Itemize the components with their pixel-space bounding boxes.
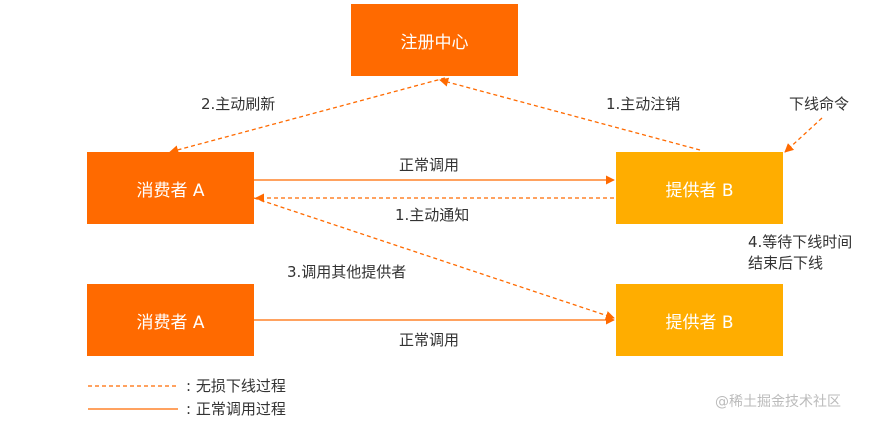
offline-command-arrow <box>784 117 823 153</box>
registry-node: 注册中心 <box>351 4 518 76</box>
provider-node-bottom: 提供者 B <box>616 284 783 356</box>
active-deregister-label: 1.主动注销 <box>606 95 681 113</box>
deregister-arrow <box>439 77 701 151</box>
wait-offline-label-line2: 结束后下线 <box>748 254 824 272</box>
normal-call-bottom-label: 正常调用 <box>399 331 460 349</box>
legend-solid-text: : 正常调用过程 <box>186 400 286 418</box>
provider-node-top: 提供者 B <box>616 152 783 224</box>
consumer-node-bottom: 消费者 A <box>87 284 254 356</box>
watermark: @稀土掘金技术社区 <box>715 394 841 410</box>
active-notify-label: 1.主动通知 <box>395 206 470 224</box>
consumer-node-top: 消费者 A <box>87 152 254 224</box>
provider-bottom-label: 提供者 B <box>665 312 734 333</box>
refresh-arrow <box>169 77 446 155</box>
consumer-bottom-label: 消费者 A <box>136 312 205 333</box>
wait-offline-label-line1: 4.等待下线时间 <box>748 233 853 251</box>
call-other-provider-arrow <box>253 197 615 320</box>
normal-call-top-label: 正常调用 <box>399 156 460 174</box>
provider-top-label: 提供者 B <box>665 180 734 201</box>
offline-command-label: 下线命令 <box>789 95 850 113</box>
registry-label: 注册中心 <box>400 32 469 53</box>
legend-dashed-text: : 无损下线过程 <box>186 377 286 395</box>
consumer-top-label: 消费者 A <box>136 180 205 201</box>
active-refresh-label: 2.主动刷新 <box>201 95 276 113</box>
call-other-provider-label: 3.调用其他提供者 <box>287 263 407 281</box>
